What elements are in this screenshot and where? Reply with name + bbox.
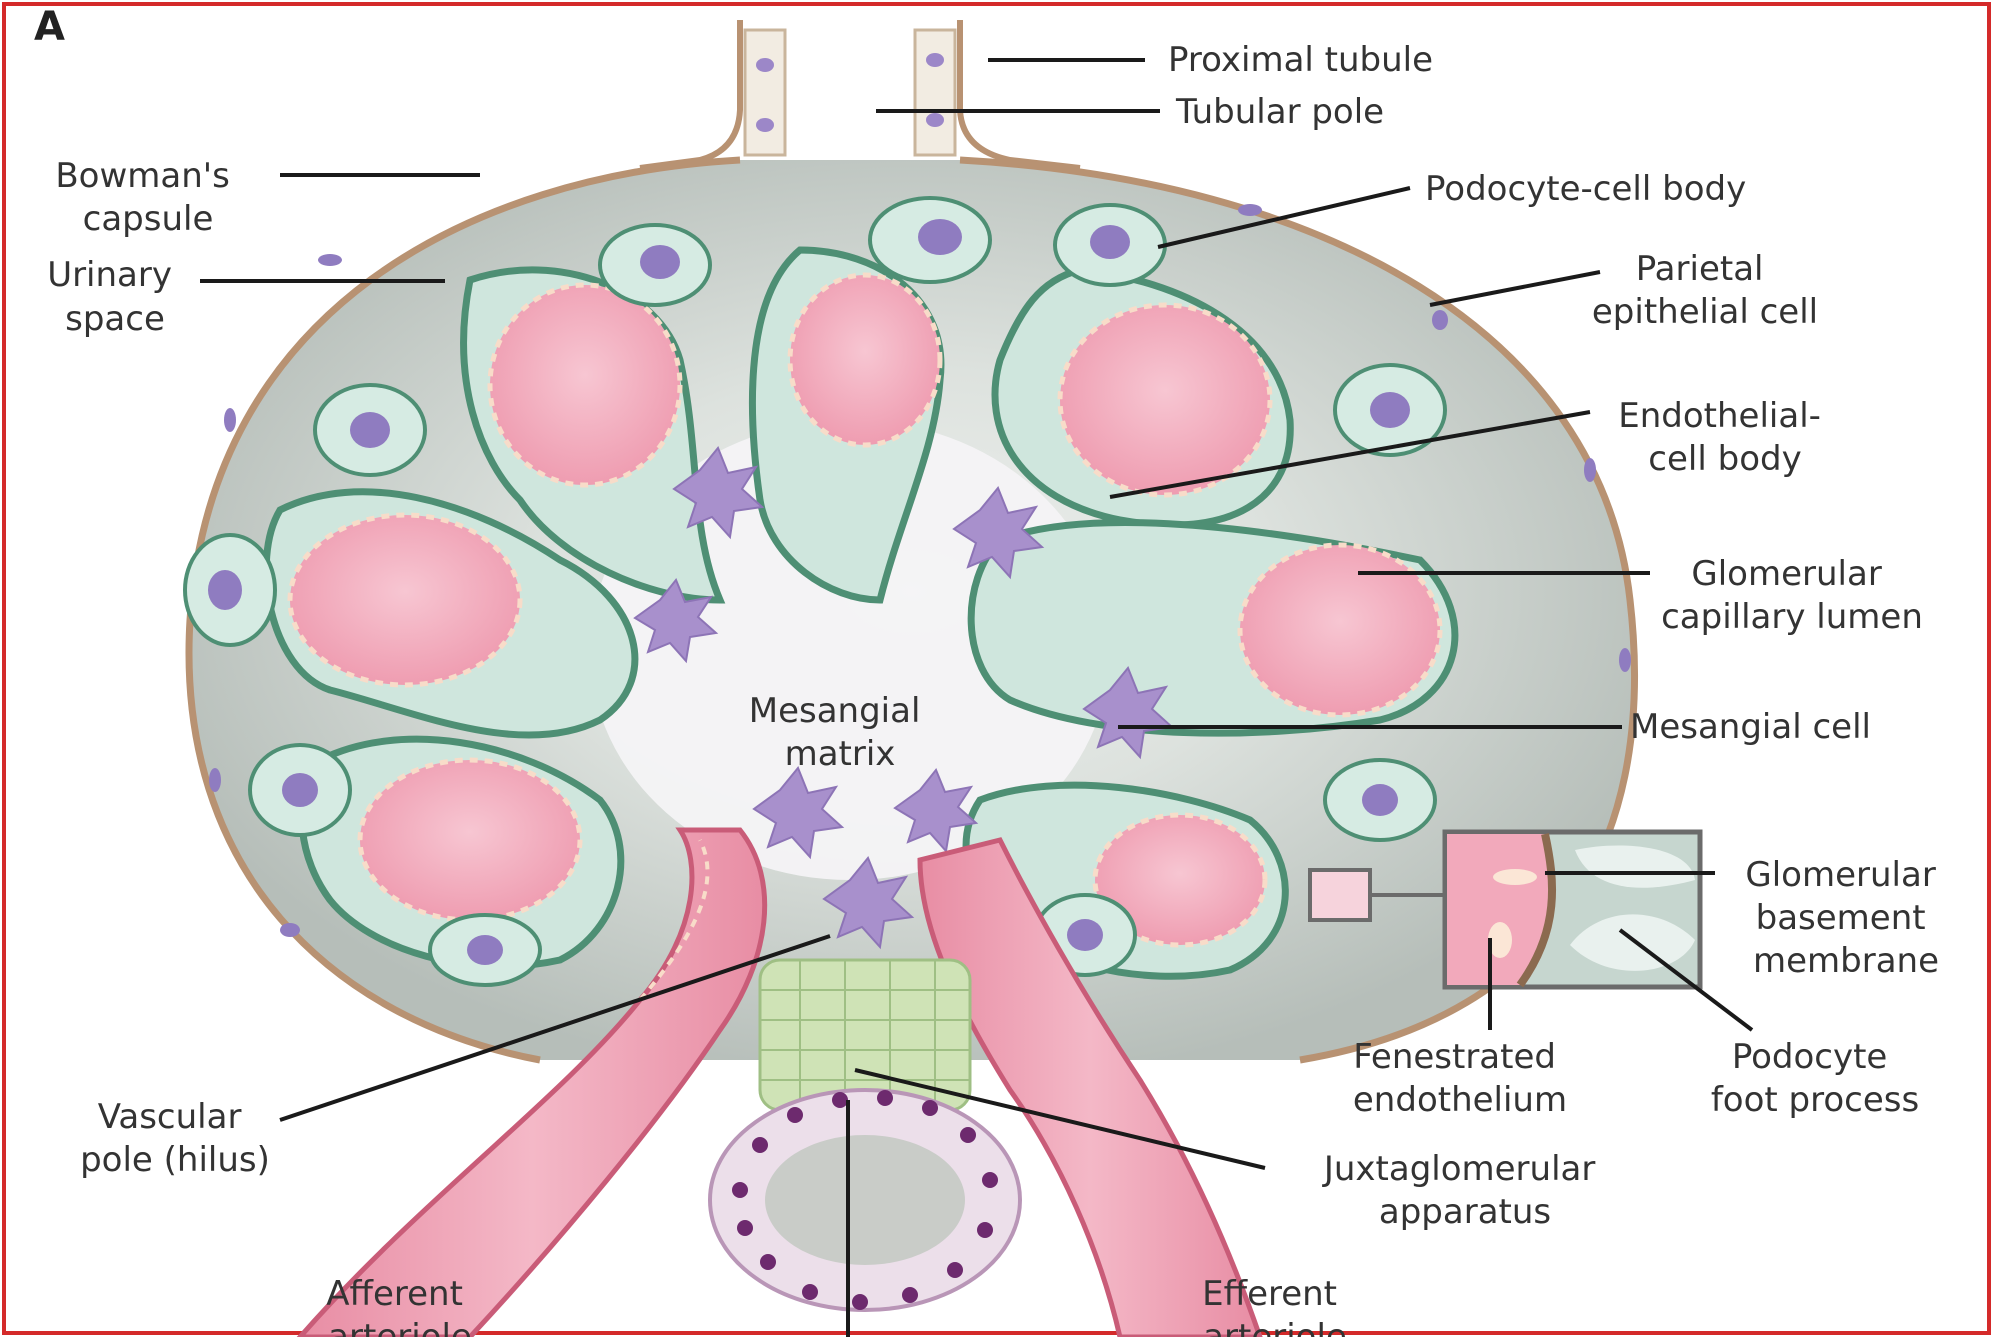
juxtaglomerular-apparatus [760, 960, 970, 1110]
macula-densa [710, 1090, 1020, 1310]
label-mesangial-cell: Mesangial cell [1630, 707, 1871, 747]
label-afferent-arteriole: Afferent arteriole [326, 1274, 473, 1337]
label-efferent-arteriole: Efferent arteriole [1202, 1274, 1348, 1337]
panel-letter: A [34, 4, 65, 50]
label-proximal-tubule: Proximal tubule [1168, 40, 1433, 80]
label-glomerular-basement-membrane: Glomerular basement membrane [1745, 855, 1946, 981]
label-podocyte-cell-body: Podocyte-cell body [1425, 169, 1746, 209]
label-tubular-pole: Tubular pole [1175, 92, 1384, 132]
